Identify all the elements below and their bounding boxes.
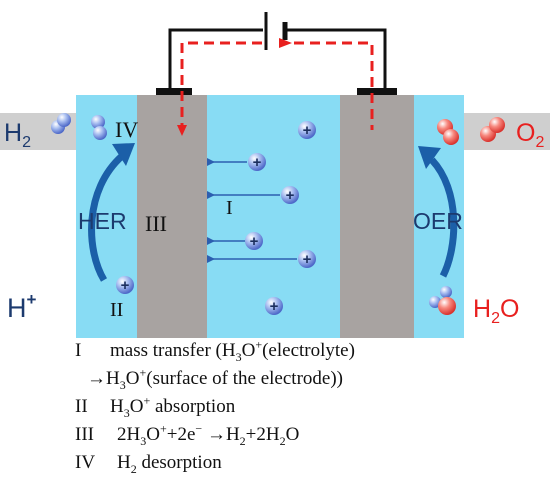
electron-arrowhead-right [279, 38, 292, 48]
stage-i-label: I [226, 197, 233, 219]
mass-transfer-arrows [207, 158, 297, 263]
hydronium-ion-icon: + [116, 276, 134, 294]
electron-path [180, 41, 374, 130]
hydronium-ion-icon: + [298, 121, 316, 139]
oer-arrowhead [418, 146, 441, 169]
legend-row-text: →H3O+(surface of the electrode)) [87, 365, 343, 392]
hplus-label: H+ [7, 290, 37, 323]
external-circuit [168, 28, 387, 88]
stage-iii-label: III [145, 211, 167, 236]
legend-row: IV H2 desorption [75, 452, 222, 475]
svg-text:+: + [303, 122, 312, 139]
hydronium-ion-icon: + [248, 153, 266, 171]
o2-gas-label: O2 [516, 119, 544, 151]
electron-label-left: e [203, 51, 215, 76]
svg-text:+: + [286, 187, 295, 204]
svg-text:+: + [303, 251, 312, 268]
her-arrowhead [112, 143, 135, 166]
oer-label: OER [413, 208, 463, 234]
svg-text:+: + [270, 298, 279, 315]
h2-gas-label: H2 [4, 119, 31, 151]
svg-text:+: + [121, 277, 130, 294]
legend-row-text: mass transfer (H3O+(electrolyte) [110, 337, 355, 364]
legend-row: III 2H3O++2e− →H2+2H2O [75, 423, 299, 447]
hydronium-ion-icon: + [298, 250, 316, 268]
h2o-label: H2O [473, 295, 519, 327]
cathode-terminal [156, 88, 192, 95]
oxygen-molecule-icon [480, 117, 505, 142]
hydrogen-molecule-icon [91, 115, 107, 140]
legend-row-number: II [75, 396, 88, 417]
cathode-electrode [137, 95, 207, 338]
legend-row: II H3O+ absorption [75, 395, 235, 419]
legend-row-text: H3O+ absorption [110, 393, 236, 420]
anode-terminal [357, 88, 397, 95]
her-label: HER [78, 208, 127, 234]
hydronium-ion-icon: + [245, 232, 263, 250]
o2-gas-box [464, 113, 550, 150]
electron-arrowhead-left [177, 125, 187, 136]
water-molecule-icon [429, 286, 456, 315]
legend-row-text: H2 desorption [117, 452, 222, 476]
hydronium-ion-icon: + [281, 186, 299, 204]
legend-row-number: IV [75, 452, 96, 473]
legend-row-text: 2H3O++2e− →H2+2H2O [117, 421, 300, 448]
her-curved-arrow [88, 153, 125, 282]
svg-text:+: + [250, 233, 259, 250]
battery-icon [264, 12, 288, 50]
oxygen-molecule-icon [437, 119, 459, 145]
stage-ii-label: II [110, 299, 123, 321]
anode-electrode [340, 95, 414, 338]
electron-label-right: e [337, 50, 349, 75]
legend-row-number: III [75, 424, 94, 445]
electron-charge-left: - [216, 47, 221, 64]
stage-iv-label: IV [115, 117, 138, 142]
legend-row-number: I [75, 340, 82, 361]
hydrogen-molecule-icon [51, 113, 71, 134]
electron-charge-right: - [350, 46, 355, 63]
hydronium-ions: + + + + + + + [116, 121, 316, 315]
oer-curved-arrow [429, 157, 458, 278]
svg-text:+: + [253, 154, 262, 171]
hydronium-ion-icon: + [265, 297, 283, 315]
